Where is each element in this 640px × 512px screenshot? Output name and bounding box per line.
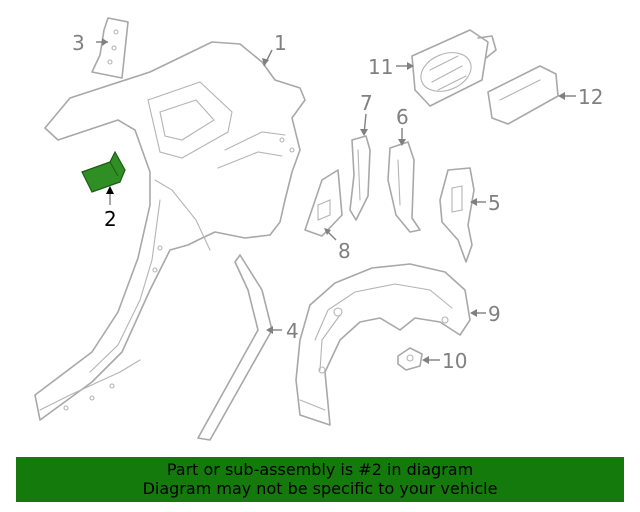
callout-11: 11 [368,55,393,79]
callout-6: 6 [396,105,409,129]
banner-line-2: Diagram may not be specific to your vehi… [142,479,498,498]
callout-3: 3 [72,31,85,55]
bracket-part [91,17,129,79]
wheelhouse-liner-part [295,263,471,426]
callout-2: 2 [104,207,117,231]
banner-line-1: Part or sub-assembly is #2 in diagram [166,460,474,479]
fuel-door-part [487,65,559,125]
quarter-panel-part [34,41,306,421]
callout-4: 4 [286,319,299,343]
callout-10: 10 [442,349,467,373]
parts-diagram: 3 1 2 4 5 6 7 8 9 10 11 12 [34,17,603,441]
nut-part [397,347,423,371]
fuel-filler-housing-part [411,29,497,107]
weatherstrip-part [197,254,273,441]
callout-5: 5 [488,191,501,215]
callout-7: 7 [360,91,373,115]
inner-panel-part-6 [387,141,421,233]
info-banner: Part or sub-assembly is #2 in diagram Di… [16,457,624,502]
callout-1: 1 [274,31,287,55]
bracket-part-5 [439,167,475,263]
callout-lines [96,38,576,364]
callout-8: 8 [338,239,351,263]
extension-part-7 [349,135,371,221]
callout-9: 9 [488,302,501,326]
callout-12: 12 [578,85,603,109]
reinforcement-part-8 [304,169,343,237]
highlighted-part-2 [81,150,126,193]
